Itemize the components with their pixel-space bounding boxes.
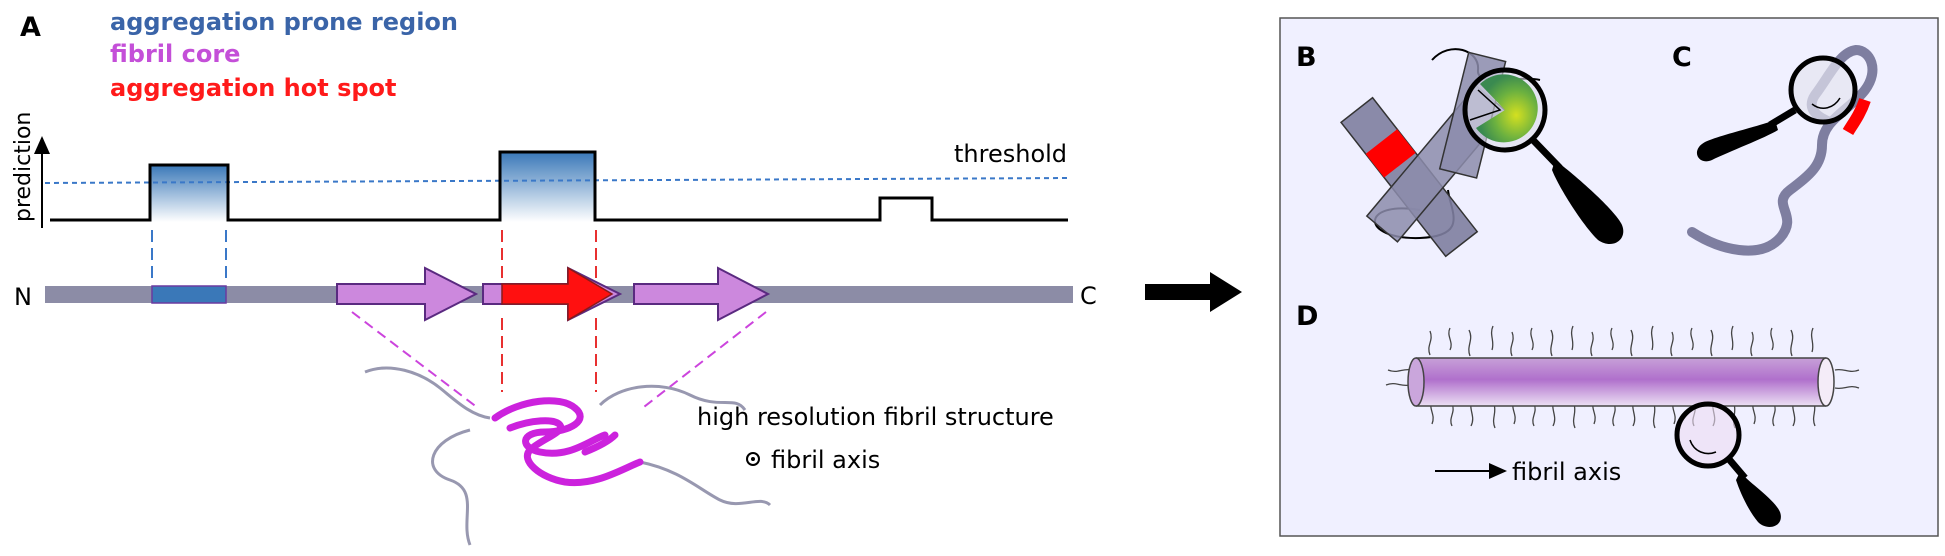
structure-connectors bbox=[351, 311, 767, 411]
magnifier-b-pocket-edge bbox=[1469, 89, 1502, 121]
panel-a: A aggregation prone region fibril core a… bbox=[11, 8, 1097, 546]
apr-segment bbox=[151, 285, 227, 304]
structure-chain-grey-3 bbox=[598, 384, 747, 411]
fibril-cylinder bbox=[1416, 358, 1826, 406]
y-axis-label: prediction bbox=[11, 112, 36, 222]
hotspot-c bbox=[1842, 97, 1871, 136]
legend: aggregation prone region fibril core agg… bbox=[110, 8, 458, 102]
legend-hot-spot: aggregation hot spot bbox=[110, 74, 397, 102]
magnifier-c bbox=[1696, 55, 1858, 162]
structure-chain-grey-4 bbox=[639, 460, 772, 507]
core-connector-left bbox=[351, 311, 479, 409]
legend-apr: aggregation prone region bbox=[110, 8, 458, 36]
core-connector-right bbox=[639, 311, 767, 411]
magnifier-d-lens-fill bbox=[1679, 406, 1737, 464]
magnifier-d bbox=[1674, 401, 1781, 527]
flow-arrow bbox=[1145, 272, 1242, 312]
hotspot-arrow bbox=[501, 266, 614, 322]
axis-dot-inner bbox=[751, 457, 755, 461]
magnifier-b-handle bbox=[1552, 160, 1624, 245]
magnifier-d-glint bbox=[1689, 439, 1717, 455]
panel-letter-d: D bbox=[1296, 301, 1318, 332]
structure-axis-label: fibril axis bbox=[771, 446, 880, 474]
hotspot-b bbox=[1365, 129, 1416, 178]
fibril-axis-symbol bbox=[746, 452, 760, 466]
magnifier-d-handle bbox=[1736, 472, 1781, 527]
panel-d: D bbox=[1296, 301, 1860, 527]
apr-peak-1-fill bbox=[150, 165, 228, 222]
magnifier-b bbox=[1462, 67, 1624, 245]
panel-d-axis-label: fibril axis bbox=[1512, 458, 1621, 486]
threshold-label: threshold bbox=[954, 140, 1067, 168]
panel-b: B bbox=[1296, 42, 1624, 258]
structure-core-magenta-3 bbox=[581, 431, 619, 456]
fibril-cylinder-left-cap bbox=[1407, 357, 1425, 407]
apr-peak-2-fill bbox=[500, 152, 595, 222]
flow-arrow-shape bbox=[1145, 272, 1242, 312]
magnifier-b-pocket bbox=[1476, 74, 1538, 143]
strand-arrow-1 bbox=[336, 266, 479, 322]
panel-letter-a: A bbox=[20, 12, 41, 43]
sequence: N C bbox=[14, 266, 1097, 322]
panel-c: C bbox=[1672, 42, 1878, 256]
magnifier-c-ring bbox=[1788, 55, 1858, 125]
panel-letter-c: C bbox=[1672, 42, 1692, 73]
magnifier-d-ring bbox=[1674, 401, 1742, 469]
legend-fibril-core: fibril core bbox=[110, 40, 240, 68]
magnifier-c-handle bbox=[1696, 120, 1778, 162]
fibril-cylinder-right-cap bbox=[1817, 357, 1835, 407]
fibril-structure bbox=[364, 366, 772, 546]
axis-dot-outer bbox=[746, 452, 760, 466]
structure-core-magenta bbox=[491, 397, 609, 457]
structure-caption: high resolution fibril structure bbox=[697, 403, 1054, 431]
strand-arrow-3 bbox=[633, 266, 771, 322]
c-terminus-label: C bbox=[1080, 282, 1097, 310]
structure-chain-grey-1 bbox=[364, 366, 491, 420]
panel-letter-b: B bbox=[1296, 42, 1317, 73]
magnifier-b-ring bbox=[1462, 67, 1548, 153]
magnifier-c-glint bbox=[1811, 97, 1841, 109]
n-terminus-label: N bbox=[14, 283, 32, 311]
prediction-plot: prediction threshold bbox=[11, 112, 1071, 228]
structure-chain-grey-2 bbox=[431, 428, 472, 546]
structure-core-magenta-2 bbox=[506, 417, 644, 487]
magnifier-c-lens-fill bbox=[1793, 60, 1853, 120]
plot-connectors bbox=[151, 230, 597, 282]
prediction-trace bbox=[50, 150, 1068, 222]
